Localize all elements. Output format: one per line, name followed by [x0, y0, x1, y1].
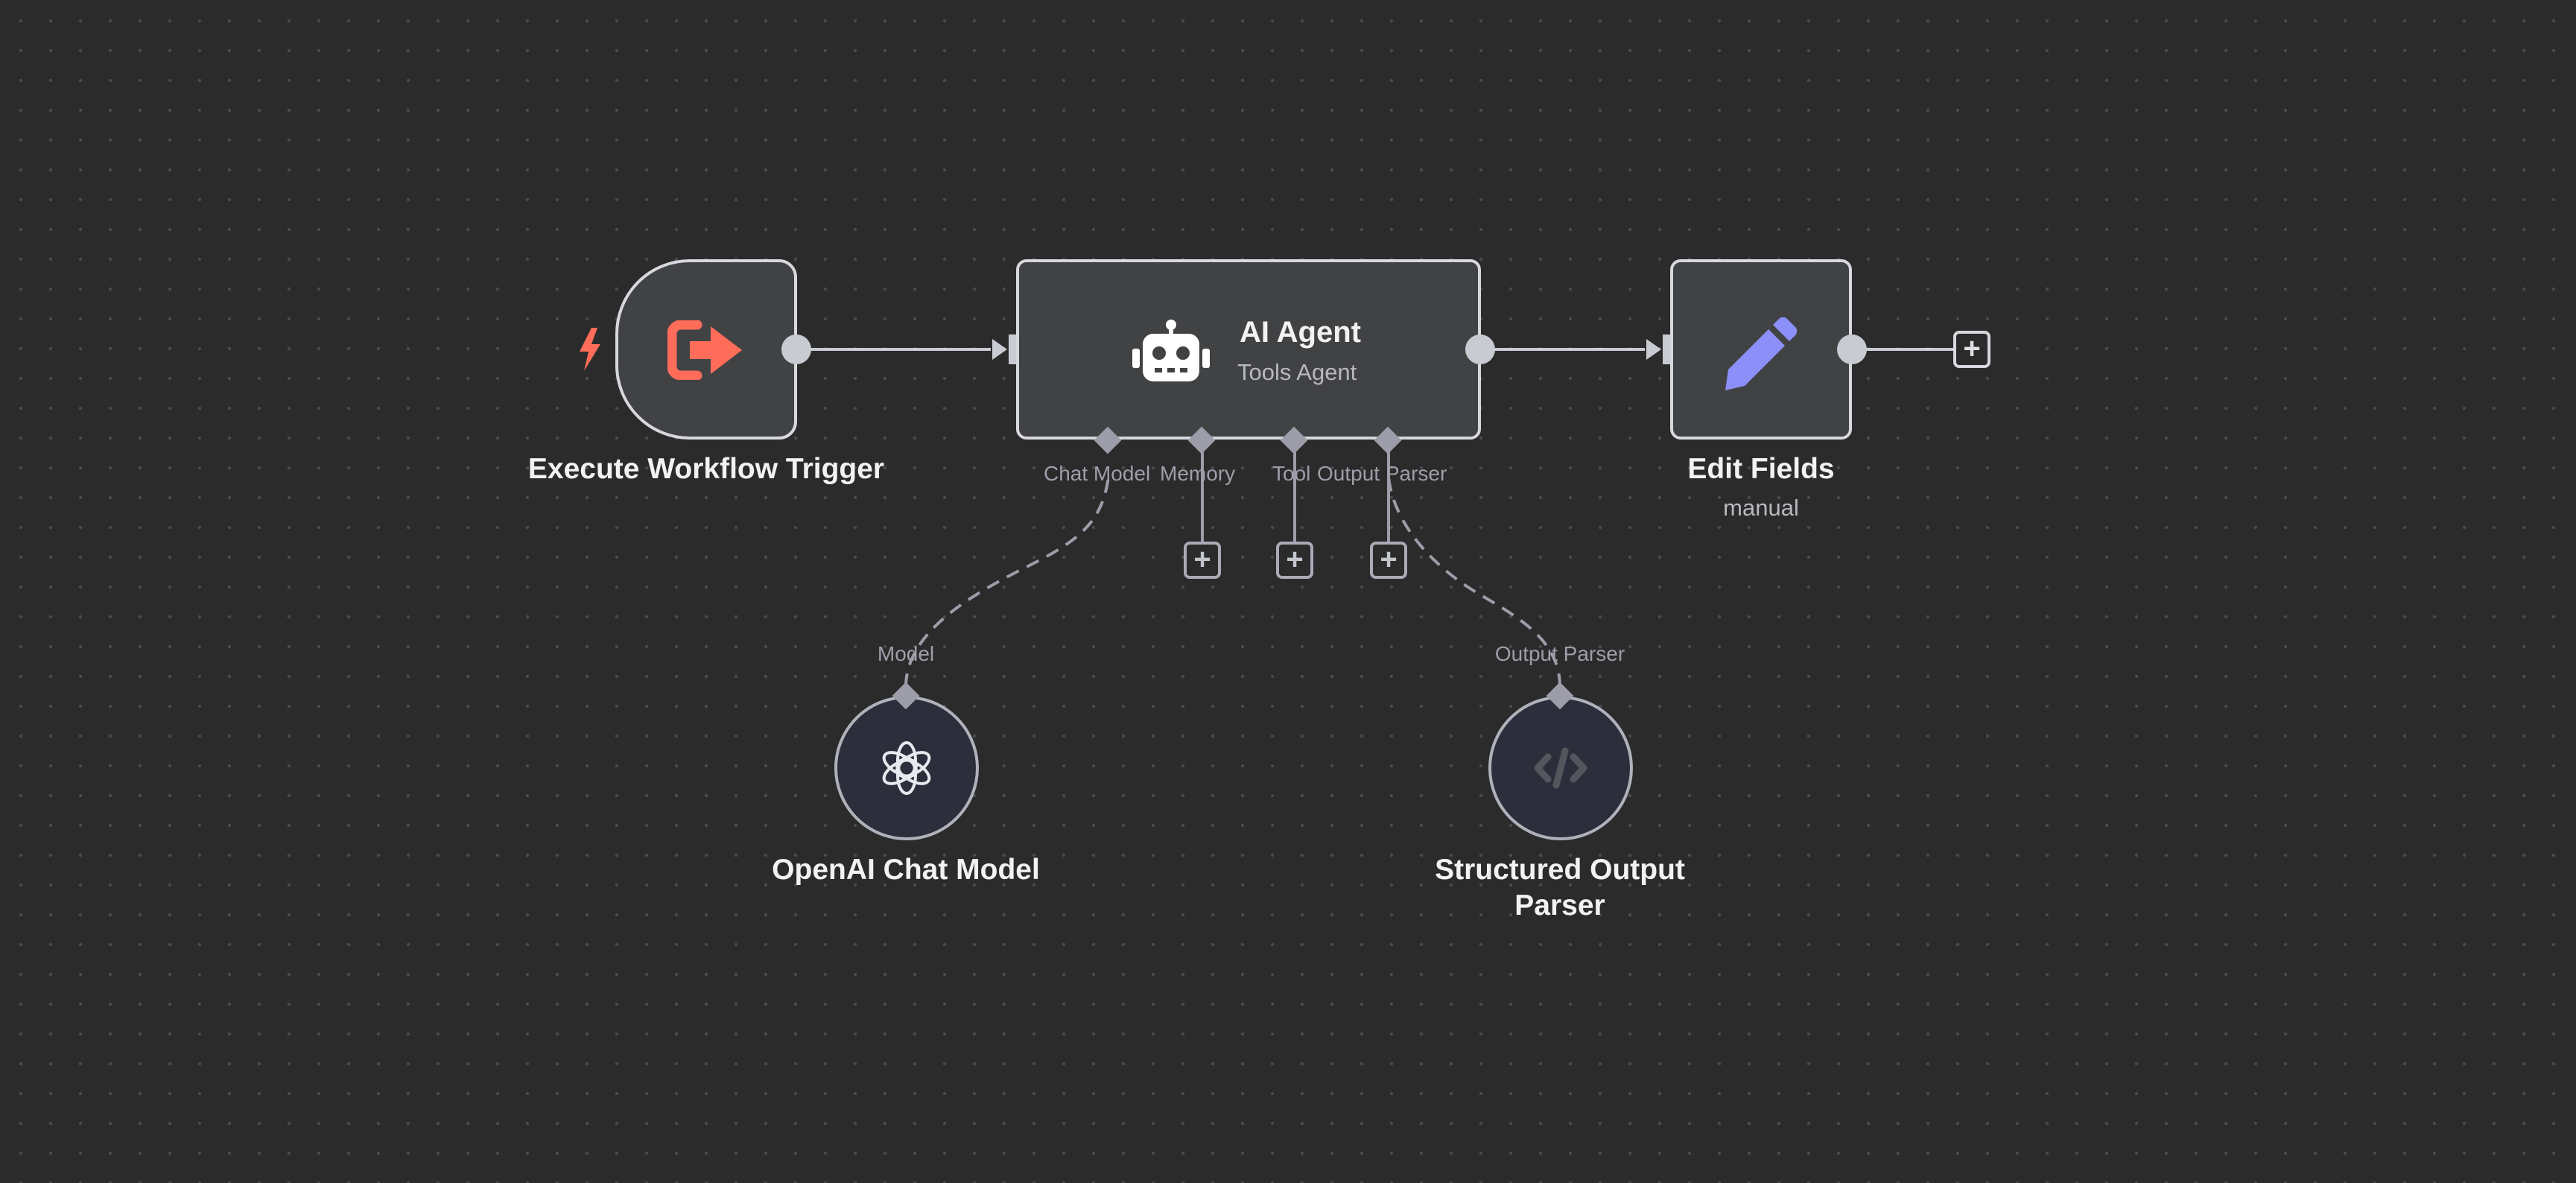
openai-logo-icon: [882, 741, 931, 795]
parser-input-label: Output Parser: [1494, 642, 1625, 665]
edit-input-handle[interactable]: [1663, 334, 1672, 364]
add-next-node-button[interactable]: +: [1953, 331, 1990, 368]
add-tool-button[interactable]: +: [1276, 542, 1313, 579]
lightning-bolt-icon: [580, 328, 600, 371]
port-label-output-parser: Output Parser: [1317, 462, 1447, 485]
add-output-parser-button[interactable]: +: [1370, 542, 1407, 579]
parser-node-title-line2: Parser: [1514, 889, 1605, 922]
ai-agent-node[interactable]: AI Agent Tools Agent: [1016, 259, 1481, 440]
agent-output-handle[interactable]: [1465, 334, 1495, 364]
openai-node-title: OpenAI Chat Model: [772, 854, 1040, 886]
edit-fields-node[interactable]: [1670, 259, 1852, 440]
pencil-icon: [1725, 317, 1798, 390]
trigger-output-handle[interactable]: [781, 334, 811, 364]
edit-node-title: Edit Fields: [1687, 453, 1835, 485]
agent-input-handle[interactable]: [1009, 334, 1018, 364]
execute-workflow-trigger-node[interactable]: [615, 259, 797, 440]
openai-chat-model-node[interactable]: [834, 696, 979, 840]
robot-icon: [1132, 320, 1210, 381]
edit-output-handle[interactable]: [1837, 334, 1867, 364]
connection-arrow-agent: [992, 339, 1007, 360]
code-icon: [1534, 747, 1587, 789]
openai-input-label: Model: [877, 642, 935, 665]
trigger-node-title: Execute Workflow Trigger: [527, 453, 885, 485]
port-label-tool: Tool: [1272, 462, 1311, 485]
parser-node-title-line1: Structured Output: [1435, 854, 1685, 886]
port-label-memory: Memory: [1160, 462, 1236, 485]
port-label-chat-model: Chat Model: [1044, 462, 1151, 485]
add-memory-button[interactable]: +: [1184, 542, 1221, 579]
structured-output-parser-node[interactable]: [1488, 696, 1633, 840]
connection-arrow-edit: [1646, 339, 1661, 360]
connection-model-dashed[interactable]: [904, 476, 1110, 688]
edit-node-subtitle: manual: [1723, 495, 1799, 521]
agent-node-subtitle: Tools Agent: [1237, 359, 1357, 385]
agent-node-title: AI Agent: [1240, 316, 1361, 349]
sign-out-arrow-icon: [667, 320, 742, 380]
